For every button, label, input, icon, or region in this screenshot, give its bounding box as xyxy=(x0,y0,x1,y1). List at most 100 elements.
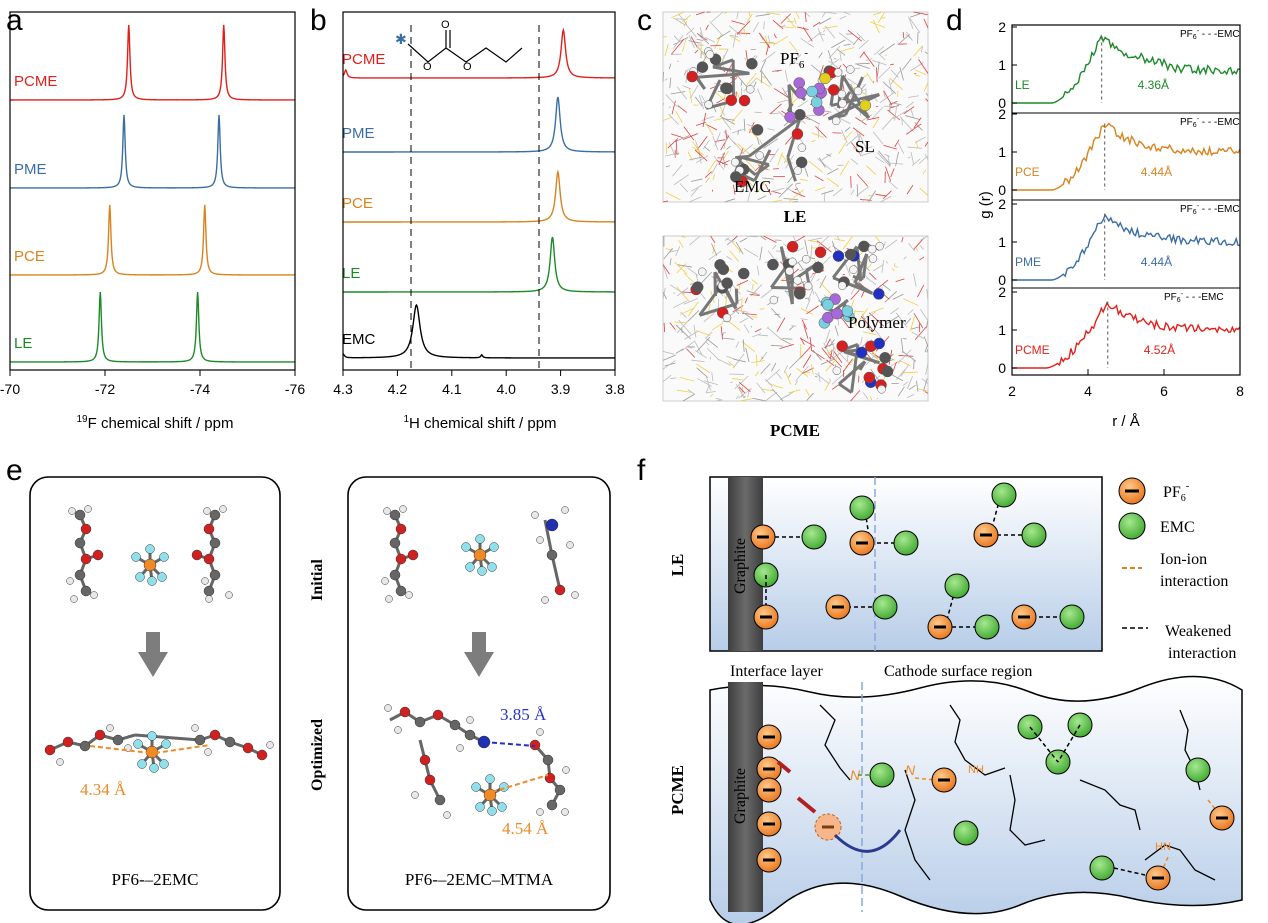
md-bond-line xyxy=(751,316,758,318)
md-bond-line xyxy=(812,21,821,27)
md-bond-line xyxy=(894,139,900,148)
md-bond-line xyxy=(861,311,876,321)
tick-label: 4.3 xyxy=(333,381,353,397)
md-bond-line xyxy=(793,235,806,243)
md-bond-line xyxy=(726,145,731,150)
atom xyxy=(487,562,497,572)
atom xyxy=(497,802,507,812)
md-bond-line xyxy=(693,324,697,338)
md-bond-line xyxy=(783,365,788,373)
md-bond-line xyxy=(920,45,924,53)
md-bond-line xyxy=(924,344,929,353)
md-bond-line xyxy=(676,389,692,393)
md-bond-line xyxy=(671,11,685,19)
md-bond-line xyxy=(834,325,839,336)
md-bond-line xyxy=(833,351,843,364)
atom xyxy=(90,591,98,599)
md-bond-line xyxy=(879,92,895,103)
md-atom xyxy=(696,61,709,73)
md-bond xyxy=(779,246,794,305)
md-bond-line xyxy=(818,52,823,58)
md-atom xyxy=(855,346,868,359)
md-bond-line xyxy=(736,395,739,400)
md-bond-line xyxy=(682,38,687,52)
atom xyxy=(80,585,92,597)
md-bond-line xyxy=(760,363,771,375)
atom xyxy=(566,541,574,549)
md-bond-line xyxy=(845,263,851,277)
md-bond-line xyxy=(872,131,884,145)
tick-label: 2 xyxy=(1008,383,1016,399)
atom xyxy=(432,709,444,721)
panel-b-xlabel: 1H chemical shift / ppm xyxy=(403,414,556,432)
md-bond xyxy=(852,274,860,281)
md-bond-line xyxy=(869,272,877,280)
panel-e-right-box xyxy=(347,476,611,911)
md-bond-line xyxy=(800,308,814,315)
atom xyxy=(424,774,436,786)
md-bond-line xyxy=(902,381,908,386)
md-bond-line xyxy=(705,123,718,131)
interaction-line xyxy=(154,744,211,754)
trace-label: LE xyxy=(342,265,360,282)
md-bond-line xyxy=(890,307,899,315)
md-atom xyxy=(832,250,845,262)
md-bond-line xyxy=(715,398,721,400)
atom xyxy=(477,566,487,576)
atom xyxy=(395,553,407,565)
panel-letter-d: d xyxy=(946,4,963,37)
panel-letter-b: b xyxy=(310,4,327,37)
md-bond-line xyxy=(683,272,694,283)
trace-label: PCE xyxy=(342,195,373,212)
md-bond-line xyxy=(669,249,678,253)
md-bond-line xyxy=(800,337,816,347)
md-bond-line xyxy=(824,338,831,349)
md-atom xyxy=(873,288,885,300)
md-bond-line xyxy=(860,315,874,332)
md-bond-line xyxy=(842,235,854,250)
tick-label: -76 xyxy=(285,381,305,397)
star-icon: ✱ xyxy=(395,31,407,47)
md-bond xyxy=(844,298,849,304)
md-bond-line xyxy=(662,360,676,370)
md-bond-line xyxy=(759,308,765,310)
panel-a-xlabel: 19F chemical shift / ppm xyxy=(76,414,233,432)
md-bond-line xyxy=(662,350,675,355)
md-bond-line xyxy=(855,62,870,65)
md-bond-line xyxy=(797,100,809,108)
md-atom xyxy=(879,352,891,364)
md-bond-line xyxy=(797,261,804,270)
md-bond-line xyxy=(900,338,904,354)
emc-molecule-icon xyxy=(1185,757,1211,783)
md-bond-line xyxy=(879,43,895,55)
spectrum-trace xyxy=(343,169,615,223)
md-bond-line xyxy=(914,69,927,76)
tick-label: 2 xyxy=(998,284,1006,300)
md-bond-line xyxy=(804,239,809,255)
md-bond-line xyxy=(662,291,667,300)
md-bond-line xyxy=(824,25,836,39)
md-bond-line xyxy=(876,67,878,83)
md-bond-line xyxy=(858,39,869,50)
atom xyxy=(191,724,199,732)
atom xyxy=(203,585,215,597)
md-bond-line xyxy=(811,140,816,143)
atom xyxy=(205,595,213,603)
md-atom xyxy=(836,340,848,352)
md-atom xyxy=(786,240,799,253)
md-atom xyxy=(844,248,857,261)
md-bond-line xyxy=(695,11,705,16)
md-bond-line xyxy=(692,146,704,156)
md-atom xyxy=(868,254,878,263)
md-bond-line xyxy=(902,350,917,362)
md-bond-line xyxy=(763,21,765,30)
md-bond-line xyxy=(839,160,850,176)
md-bond-line xyxy=(719,115,735,125)
md-bond-line xyxy=(668,113,679,125)
md-bond-line xyxy=(805,388,810,397)
md-bond-line xyxy=(818,372,821,383)
peak-value: 4.44Å xyxy=(1141,164,1172,179)
md-bond xyxy=(837,360,866,386)
md-bond-line xyxy=(703,139,710,150)
md-bond-line xyxy=(801,367,814,375)
